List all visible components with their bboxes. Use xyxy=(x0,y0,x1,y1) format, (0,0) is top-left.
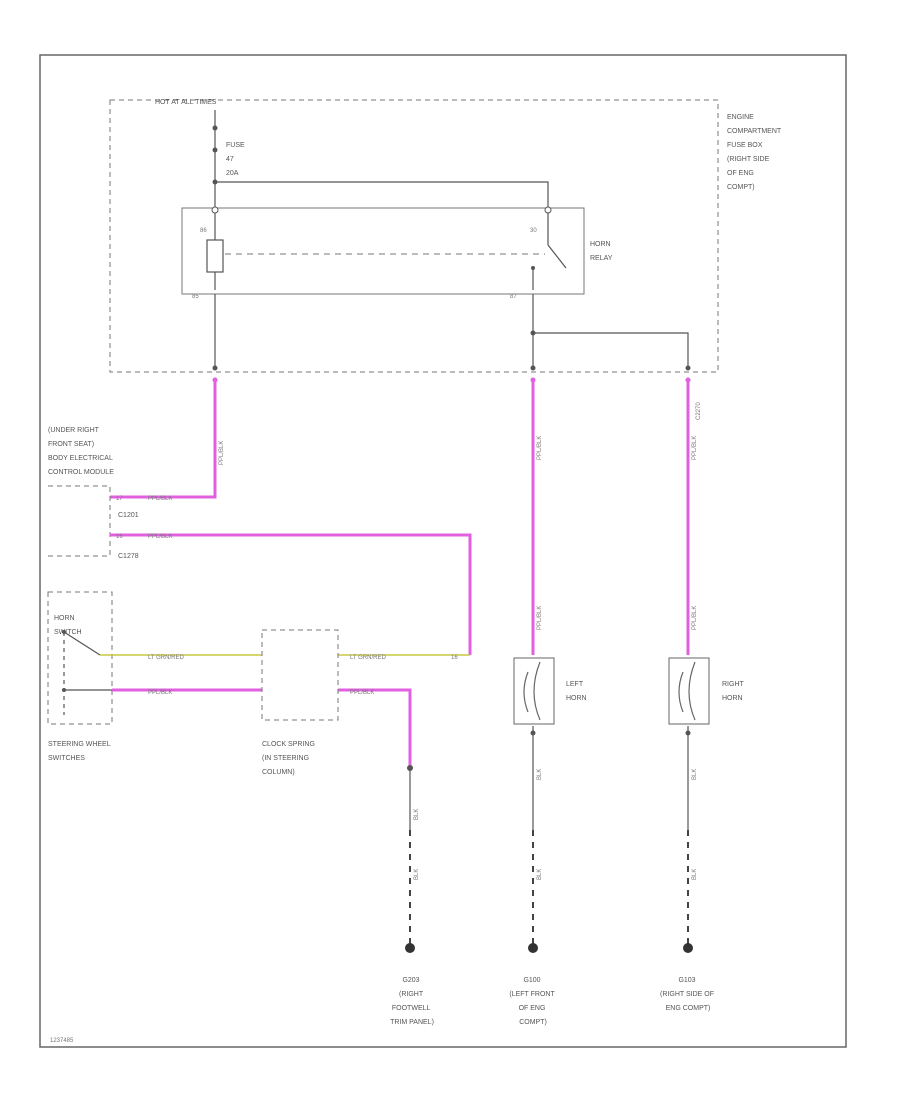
engine-box-label: ENGINE COMPARTMENT FUSE BOX (RIGHT SIDE … xyxy=(727,114,783,191)
clock-spring-box xyxy=(261,629,339,721)
relay-30-feed xyxy=(215,181,549,210)
ground-g103-icon xyxy=(683,943,693,953)
clock-spring-label: CLOCK SPRING (IN STEERING COLUMN) xyxy=(262,741,317,776)
wire-label-blk-2: BLK xyxy=(414,869,420,880)
right-horn-feed xyxy=(533,332,689,368)
wire-label-grn-1: LT GRN/RED xyxy=(148,655,184,661)
horn-relay-label: HORN RELAY xyxy=(590,241,613,262)
wire-label-blk-6: BLK xyxy=(692,869,698,880)
relay-pin-85: 85 xyxy=(192,294,199,300)
wire-label-blk-5: BLK xyxy=(692,769,698,780)
steering-switches-box xyxy=(47,591,113,725)
relay-pin-30-node xyxy=(544,206,552,214)
wire-label-blk-1: BLK xyxy=(414,809,420,820)
c2270-label: C2270 xyxy=(696,402,702,420)
fuse-node-top xyxy=(212,125,218,131)
bcm-pin-17: 17 xyxy=(116,496,123,502)
horn-switch-label: HORN SWITCH xyxy=(54,615,82,636)
bcm-pin-16: 16 xyxy=(116,534,123,540)
ground-g203-icon xyxy=(405,943,415,953)
relay-coil xyxy=(206,239,224,273)
horn-relay-box xyxy=(181,207,585,295)
g203-label: G203 (RIGHT FOOTWELL TRIM PANEL) xyxy=(390,977,434,1026)
wire-switch-ground-2 xyxy=(338,688,412,768)
relay-contact xyxy=(547,244,567,269)
c2270-pin-label: 16 xyxy=(451,655,458,661)
steering-switches-label: STEERING WHEEL SWITCHES xyxy=(48,741,112,762)
wire-label-6: PPL/BLK xyxy=(148,496,172,502)
wire-label-2: PPL/BLK xyxy=(537,436,543,460)
bcm-box xyxy=(48,485,111,557)
bcm-label: (UNDER RIGHT FRONT SEAT) BODY ELECTRICAL… xyxy=(48,427,115,476)
wire-label-8: PPL/BLK xyxy=(148,690,172,696)
right-horn-icon xyxy=(668,657,710,725)
wire-label-grn-2: LT GRN/RED xyxy=(350,655,386,661)
wire-label-7: PPL/BLK xyxy=(148,534,172,540)
fuse-node-bottom xyxy=(212,147,218,153)
wire-label-blk-3: BLK xyxy=(537,769,543,780)
fuse-label: FUSE 47 20A xyxy=(226,142,247,177)
conn-c1201: C1201 xyxy=(118,512,139,519)
g100-label: G100 (LEFT FRONT OF ENG COMPT) xyxy=(509,977,556,1026)
hot-label: HOT AT ALL TIMES xyxy=(155,99,217,106)
engine-fuse-box xyxy=(109,99,719,373)
g103-label: G103 (RIGHT SIDE OF ENG COMPT) xyxy=(660,977,716,1012)
left-horn-label: LEFT HORN xyxy=(566,681,587,702)
left-horn-icon xyxy=(513,657,555,725)
conn-c1278: C1278 xyxy=(118,553,139,560)
relay-pin-87: 87 xyxy=(510,294,517,300)
diagram-frame xyxy=(39,54,847,1048)
relay-pin-86-node xyxy=(211,206,219,214)
relay-pin-86: 86 xyxy=(200,228,207,234)
wire-label-5: PPL/BLK xyxy=(692,606,698,630)
horn-switch-contact xyxy=(63,631,101,656)
footer-code: 1237485 xyxy=(50,1038,74,1044)
wire-label-4: PPL/BLK xyxy=(692,436,698,460)
relay-pin-30: 30 xyxy=(530,228,537,234)
wire-label-1: PPL/BLK xyxy=(219,441,225,465)
right-horn-label: RIGHT HORN xyxy=(722,681,746,702)
wire-label-3: PPL/BLK xyxy=(537,606,543,630)
wire-label-9: PPL/BLK xyxy=(350,690,374,696)
wire-label-blk-4: BLK xyxy=(537,869,543,880)
ground-g100-icon xyxy=(528,943,538,953)
wire-bcm-17 xyxy=(110,380,217,499)
wire-bcm-16 xyxy=(110,533,472,655)
